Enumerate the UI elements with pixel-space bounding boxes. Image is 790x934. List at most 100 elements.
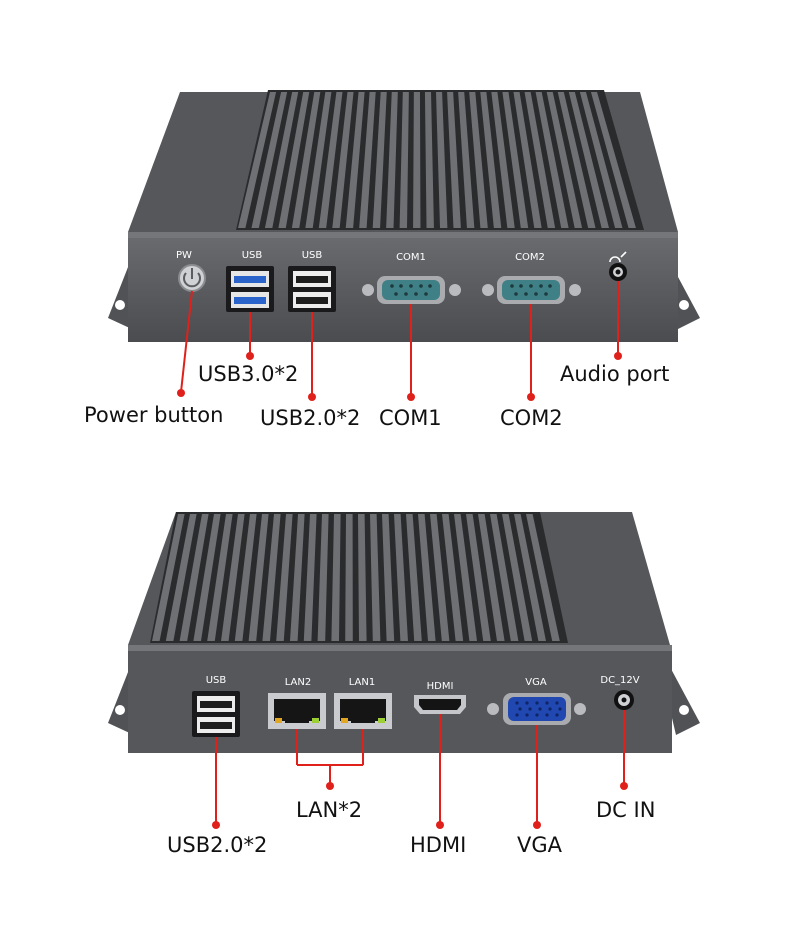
bottom-unit-illustration: USB LAN2 LAN1 HDMI: [108, 512, 700, 829]
heatsink-fin: [430, 514, 450, 641]
heatsink-fin: [262, 514, 281, 641]
heatsink-fin: [436, 92, 448, 228]
callout-com1: COM1: [379, 406, 442, 430]
heatsink-fin: [264, 92, 299, 228]
heatsink-fin: [318, 92, 343, 228]
usb2-port-label: USB: [302, 250, 323, 261]
power-icon: [183, 268, 201, 288]
heatsink-fin: [406, 514, 422, 641]
heatsink-fin: [491, 92, 515, 228]
heatsink-fin: [359, 92, 376, 228]
heatsink-fin: [332, 92, 354, 228]
heatsink-fin: [207, 514, 233, 641]
callout-dc-in: DC IN: [596, 798, 656, 822]
heatsink-fin: [442, 514, 464, 641]
heatsink-fin: [303, 514, 317, 641]
power-button[interactable]: [178, 264, 206, 292]
heatsink-fin: [370, 514, 381, 641]
heatsink-fin: [513, 92, 542, 228]
heatsink-fin: [526, 514, 560, 641]
callout-audio-port: Audio port: [560, 362, 670, 386]
headset-icon: [609, 251, 627, 263]
heatsink-fin: [234, 514, 257, 641]
audio-jack[interactable]: [609, 263, 627, 281]
heatsink-fin: [514, 514, 546, 641]
callout-usb3: USB3.0*2: [198, 362, 299, 386]
callout-lan: LAN*2: [296, 798, 363, 822]
heatsink-fin: [590, 92, 636, 228]
heatsink-fin: [345, 514, 353, 641]
com1-port[interactable]: [362, 276, 461, 304]
heatsink-fin: [454, 514, 477, 641]
heatsink-fin: [276, 514, 293, 641]
heatsink-fin: [546, 92, 583, 228]
pw-label: PW: [176, 250, 192, 261]
heatsink-fin: [535, 92, 569, 228]
heatsink-fin: [502, 92, 529, 228]
usb3-port-pair[interactable]: [226, 266, 274, 312]
heatsink-fin: [238, 92, 277, 228]
callout-power-button: Power button: [84, 403, 224, 427]
top-unit-panel: PW USB USB COM1: [84, 90, 700, 430]
vga-port[interactable]: [487, 693, 586, 725]
heatsink-fin: [466, 514, 491, 641]
usb2-port-pair[interactable]: [192, 691, 240, 737]
right-mount-hole: [679, 705, 689, 715]
heatsink-fin: [447, 92, 461, 228]
heatsink-fin: [568, 92, 610, 228]
heatsink-fin: [278, 92, 310, 228]
top-leader-dots: [177, 352, 622, 401]
right-mount-hole: [679, 300, 689, 310]
left-mount-hole: [115, 705, 125, 715]
dc-port-label: DC_12V: [600, 675, 639, 686]
heatsink-fin: [424, 92, 434, 228]
lan1-port[interactable]: [334, 693, 392, 729]
usb-port-label: USB: [206, 675, 227, 686]
heatsink-fin: [382, 514, 395, 641]
heatsink-fin: [193, 514, 221, 641]
top-unit-illustration: PW USB USB COM1: [108, 90, 700, 401]
front-edge: [128, 645, 672, 651]
heatsink-fin: [413, 92, 421, 228]
heatsink-fin: [152, 514, 185, 641]
hdmi-port-label: HDMI: [427, 681, 454, 692]
com1-port-label: COM1: [396, 252, 426, 263]
heatsink-fin: [372, 92, 387, 228]
heatsink-fin: [557, 92, 596, 228]
com2-port-label: COM2: [515, 252, 545, 263]
callout-usb2: USB2.0*2: [260, 406, 361, 430]
heatsink-fin: [458, 92, 475, 228]
heatsink-fin: [317, 514, 329, 641]
heatsink-fin: [386, 92, 398, 228]
heatsink-fin: [394, 514, 408, 641]
heatsink-fin: [251, 92, 288, 228]
usb2-port-pair[interactable]: [288, 266, 336, 312]
lan1-port-label: LAN1: [349, 677, 375, 688]
heatsink-fin: [248, 514, 269, 641]
lan2-port[interactable]: [268, 693, 326, 729]
heatsink-fin: [165, 514, 197, 641]
dc-jack[interactable]: [614, 690, 634, 710]
callout-usb2: USB2.0*2: [167, 833, 268, 857]
heatsink-fin: [305, 92, 332, 228]
com2-port[interactable]: [482, 276, 581, 304]
bottom-unit-panel: USB LAN2 LAN1 HDMI: [0, 467, 790, 934]
top-leader-lines: [180, 281, 619, 396]
heatsink-fin: [345, 92, 365, 228]
heatsink-fin: [399, 92, 409, 228]
heatsink-fin: [291, 92, 321, 228]
heatsink-fin: [524, 92, 556, 228]
left-mount-hole: [115, 300, 125, 310]
heatsink-fin: [480, 92, 502, 228]
heatsink-fin: [469, 92, 488, 228]
callout-vga: VGA: [517, 833, 563, 857]
hdmi-port[interactable]: [414, 695, 466, 714]
heatsink-fins: [152, 514, 560, 641]
callout-com2: COM2: [500, 406, 563, 430]
bottom-leader-lines: [215, 710, 625, 824]
heatsink-fin: [221, 514, 245, 641]
heatsink-fin: [331, 514, 341, 641]
bottom-leader-dots: [212, 782, 628, 829]
front-edge: [128, 232, 678, 238]
heatsink-fin: [179, 514, 209, 641]
